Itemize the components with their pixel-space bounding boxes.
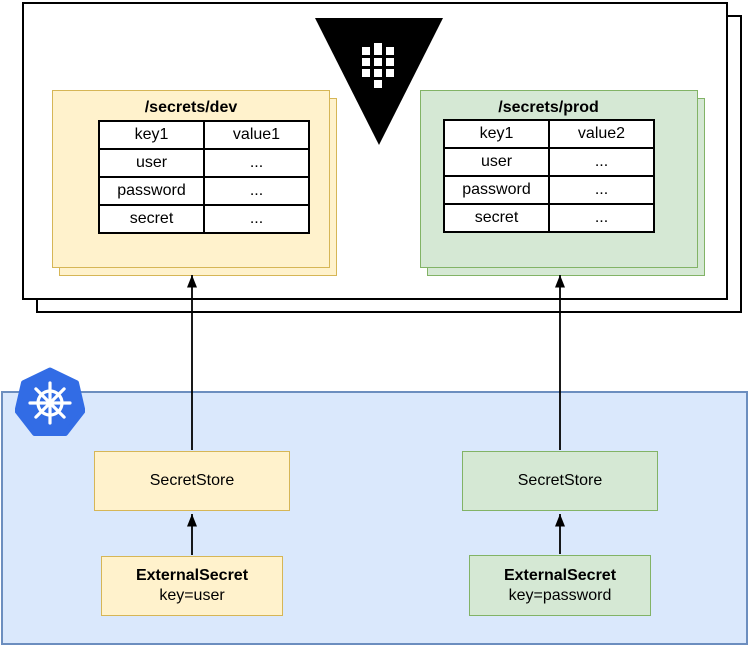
- vault-icon: [315, 18, 443, 146]
- secrets-dev-title: /secrets/dev: [144, 99, 238, 116]
- secretstore-dev-box: SecretStore: [94, 451, 290, 511]
- table-cell-key: password: [443, 175, 550, 205]
- kubernetes-icon: [15, 367, 85, 437]
- table-cell-key: password: [98, 176, 205, 206]
- table-row: user ...: [98, 148, 310, 178]
- table-row: password ...: [98, 176, 310, 206]
- table-cell-value: ...: [203, 148, 310, 178]
- externalsecret-prod-key: key=password: [508, 586, 612, 604]
- externalsecret-dev-box: ExternalSecret key=user: [101, 556, 283, 616]
- table-row: key1 value2: [443, 119, 655, 149]
- table-cell-value: ...: [548, 175, 655, 205]
- secretstore-dev-label: SecretStore: [149, 472, 235, 489]
- table-row: key1 value1: [98, 120, 310, 150]
- table-row: user ...: [443, 147, 655, 177]
- table-cell-value: value2: [548, 119, 655, 149]
- secrets-prod-table: key1 value2 user ... password ... secret…: [443, 119, 655, 233]
- externalsecret-dev-key: key=user: [159, 587, 225, 604]
- externalsecret-prod-label: ExternalSecret: [503, 566, 617, 584]
- table-row: password ...: [443, 175, 655, 205]
- secrets-prod-title: /secrets/prod: [498, 99, 599, 116]
- table-cell-value: ...: [548, 147, 655, 177]
- secrets-dev-table: key1 value1 user ... password ... secret…: [98, 120, 310, 234]
- secretstore-prod-label: SecretStore: [517, 472, 603, 489]
- table-row: secret ...: [443, 203, 655, 233]
- table-cell-key: user: [98, 148, 205, 178]
- table-cell-value: value1: [203, 120, 310, 150]
- secretstore-prod-box: SecretStore: [462, 451, 658, 511]
- table-cell-key: key1: [443, 119, 550, 149]
- table-cell-value: ...: [203, 204, 310, 234]
- table-cell-key: key1: [98, 120, 205, 150]
- externalsecret-prod-box: ExternalSecret key=password: [469, 555, 651, 616]
- table-row: secret ...: [98, 204, 310, 234]
- table-cell-value: ...: [548, 203, 655, 233]
- table-cell-value: ...: [203, 176, 310, 206]
- table-cell-key: user: [443, 147, 550, 177]
- table-cell-key: secret: [98, 204, 205, 234]
- table-cell-key: secret: [443, 203, 550, 233]
- externalsecret-dev-label: ExternalSecret: [135, 567, 249, 584]
